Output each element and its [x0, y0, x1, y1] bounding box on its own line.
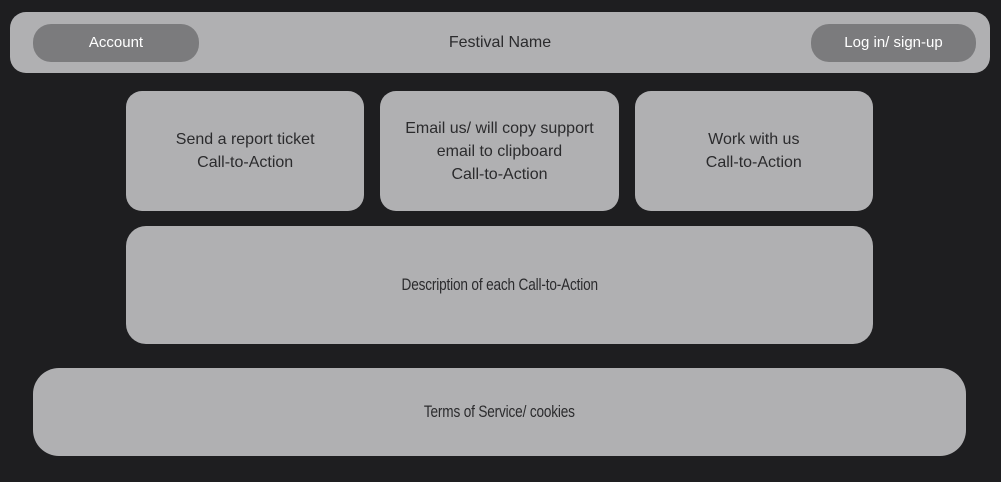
cta-card-report-ticket[interactable]: Send a report ticket Call-to-Action — [126, 91, 365, 211]
terms-of-service-panel[interactable]: Terms of Service/ cookies — [33, 368, 966, 456]
cta-card-email-us[interactable]: Email us/ will copy support email to cli… — [380, 91, 619, 211]
login-signup-button[interactable]: Log in/ sign-up — [811, 23, 976, 62]
cta-description-label: Description of each Call-to-Action — [401, 275, 598, 294]
page-title: Festival Name — [448, 33, 552, 51]
terms-of-service-label: Terms of Service/ cookies — [424, 402, 575, 421]
header-bar: Account Festival Name Log in/ sign-up — [10, 12, 990, 73]
account-button[interactable]: Account — [33, 23, 199, 62]
cta-card-row: Send a report ticket Call-to-Action Emai… — [126, 91, 873, 211]
cta-card-work-with-us[interactable]: Work with us Call-to-Action — [634, 91, 873, 211]
cta-description-panel: Description of each Call-to-Action — [126, 226, 873, 344]
